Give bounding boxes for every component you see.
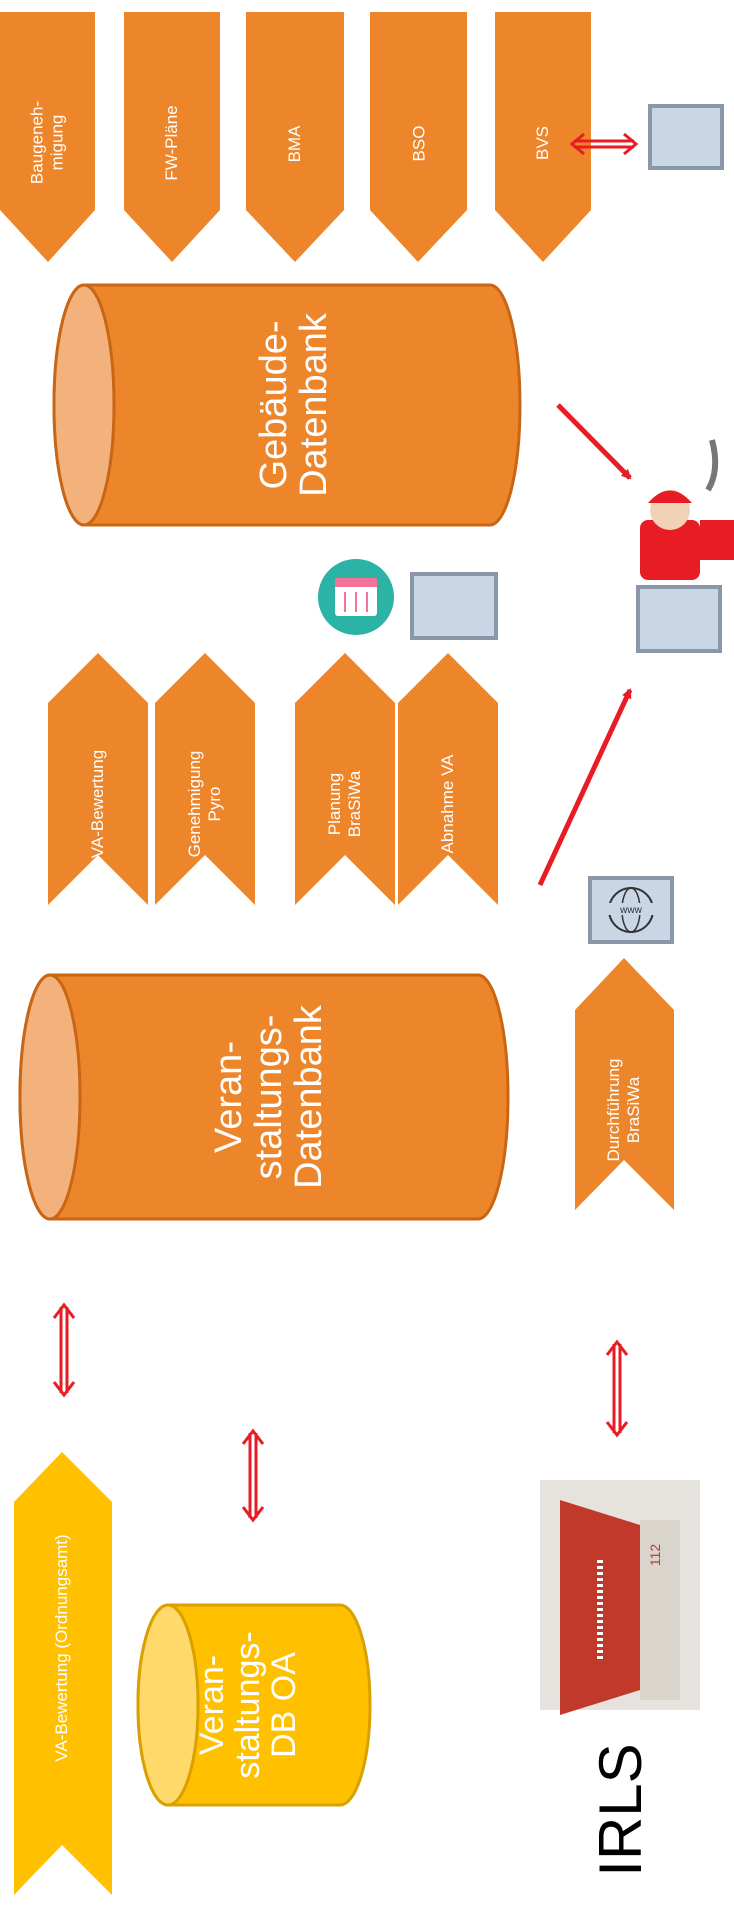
www-globe-icon: www — [588, 876, 674, 944]
monitor-icon — [410, 572, 498, 640]
chevron-label-bso: BSO — [371, 45, 468, 243]
monitor-icon — [648, 104, 724, 170]
irls-label: IRLS — [580, 1740, 660, 1880]
chevron-label-abnahme-va: Abnahme VA — [398, 704, 498, 904]
fire-station-building-icon: 112 — [540, 1480, 700, 1715]
double-arrow-oa-db — [243, 1431, 263, 1520]
monitor-icon — [636, 585, 722, 653]
double-arrow-irls — [607, 1342, 627, 1435]
svg-text:www: www — [619, 905, 642, 916]
chevron-label-va-bewertung: VA-Bewertung — [48, 704, 148, 904]
chevron-label-genehmigung-pyro: Genehmigung Pyro — [155, 704, 255, 904]
chevron-label-durchfuehrung-brasiwa: Durchführung BraSiWa — [574, 1010, 674, 1210]
calendar-icon — [318, 559, 394, 635]
database-label-gebaeude: Gebäude- Datenbank — [185, 295, 405, 515]
chevron-label-fw-plaene: FW-Pläne — [124, 44, 220, 242]
svg-text:112: 112 — [647, 1544, 663, 1567]
arrow-gebaeude-to-firefighter — [558, 405, 630, 478]
chevron-label-baugenehmigung: Baugeneh- migung — [0, 44, 95, 242]
database-label-veranstaltung: Veran- staltungs- Datenbank — [160, 987, 380, 1207]
chevron-label-va-bewertung-ordnungsamt: VA-Bewertung (Ordnungsamt) — [37, 1448, 87, 1848]
firefighter-icon — [640, 440, 734, 580]
arrow-durchfuehrung-to-monitor — [540, 690, 630, 885]
chevron-label-bvs: BVS — [495, 44, 591, 242]
double-arrow-oa-left — [54, 1305, 74, 1395]
database-label-oa: Veran- staltungs- DB OA — [169, 1625, 329, 1785]
chevron-label-planung-brasiwa: Planung BraSiWa — [295, 704, 395, 904]
chevron-label-bma: BMA — [246, 45, 344, 243]
